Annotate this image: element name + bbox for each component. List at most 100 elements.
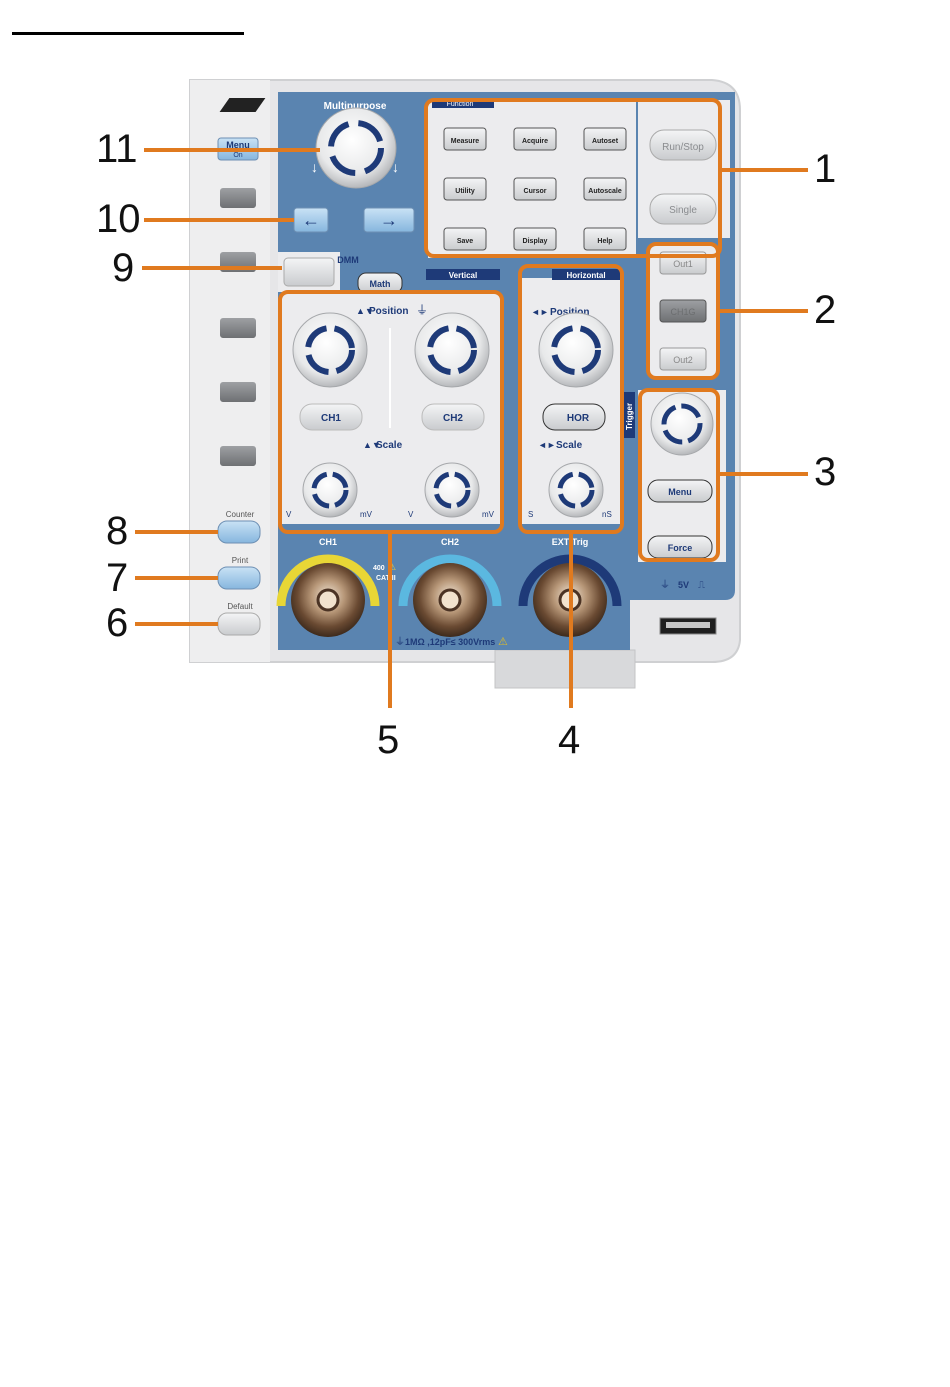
svg-text:Run/Stop: Run/Stop xyxy=(662,142,704,153)
svg-text:Force: Force xyxy=(668,543,693,553)
panel-foot xyxy=(494,649,636,689)
logo-slash xyxy=(219,98,266,112)
side-softkey[interactable] xyxy=(220,446,256,466)
impedance-ground-icon: ⏚ xyxy=(395,636,405,648)
probe-square-wave-icon: ⎍ xyxy=(698,580,705,591)
trigger-menu-button[interactable]: Menu xyxy=(647,479,713,503)
out2-button[interactable]: Out2 xyxy=(659,347,707,371)
header-rule xyxy=(12,32,244,35)
autoset-button[interactable]: Autoset xyxy=(583,127,627,151)
side-softkey[interactable] xyxy=(220,382,256,402)
svg-text:Menu: Menu xyxy=(668,487,692,497)
ch2-button[interactable]: CH2 xyxy=(421,403,485,431)
menu-on-label: Menu xyxy=(226,140,250,150)
force-button[interactable]: Force xyxy=(647,535,713,559)
callout-number-6: 6 xyxy=(106,601,129,645)
ch2-bnc-connector[interactable] xyxy=(413,563,487,637)
side-softkey[interactable] xyxy=(220,318,256,338)
svg-text:Out1: Out1 xyxy=(673,259,693,269)
single-button[interactable]: Single xyxy=(649,193,717,225)
svg-text:Out2: Out2 xyxy=(673,355,693,365)
ch1-cat-label: CAT II xyxy=(376,575,396,582)
print-button[interactable] xyxy=(217,566,261,590)
svg-text:Utility: Utility xyxy=(455,188,475,195)
ch1-scale-knob[interactable] xyxy=(302,462,358,518)
vertical-position-icon: ▲▼ xyxy=(356,306,374,316)
right-arrow-icon: → xyxy=(380,210,398,230)
callout-number-3: 3 xyxy=(814,450,837,494)
svg-text:Autoset: Autoset xyxy=(592,138,619,145)
callout-number-10: 10 xyxy=(96,197,141,241)
dmm-button[interactable] xyxy=(283,257,335,287)
vertical-position-label: Position xyxy=(369,306,408,317)
ch1-bnc-connector[interactable] xyxy=(291,563,365,637)
ch2-bnc-ring xyxy=(398,554,502,607)
trigger-level-knob[interactable] xyxy=(650,392,714,456)
svg-text:CH1G: CH1G xyxy=(670,307,695,317)
horizontal-scale-icon: ◄► xyxy=(538,440,556,450)
horizontal-scale-knob[interactable] xyxy=(548,462,604,518)
print-label: Print xyxy=(232,556,249,565)
multipurpose-down-right-arrow: ↓ xyxy=(392,159,399,175)
callout-number-2: 2 xyxy=(814,288,837,332)
ch2-scale-knob[interactable] xyxy=(424,462,480,518)
cursor-button[interactable]: Cursor xyxy=(513,177,557,201)
left-arrow-icon: ← xyxy=(302,210,320,230)
default-button[interactable] xyxy=(217,612,261,636)
callout-number-9: 9 xyxy=(112,246,135,290)
svg-text:Measure: Measure xyxy=(451,138,480,145)
ch2-position-knob[interactable] xyxy=(414,312,490,388)
counter-label: Counter xyxy=(226,510,255,519)
svg-text:Help: Help xyxy=(597,238,612,245)
counter-button[interactable] xyxy=(217,520,261,544)
horizontal-position-knob[interactable] xyxy=(538,312,614,388)
vertical-tab xyxy=(426,269,500,280)
horizontal-scale-s: S xyxy=(528,510,533,519)
svg-text:Save: Save xyxy=(457,238,473,245)
svg-text:Acquire: Acquire xyxy=(522,138,548,145)
function-tab xyxy=(432,100,494,108)
ch1-position-knob[interactable] xyxy=(292,312,368,388)
function-button-grid: Measure Acquire Autoset Utility Cursor A… xyxy=(443,127,627,251)
hor-button[interactable]: HOR xyxy=(542,403,606,431)
multipurpose-knob[interactable] xyxy=(315,107,397,189)
svg-text:Math: Math xyxy=(370,279,391,289)
help-button[interactable]: Help xyxy=(583,227,627,251)
callout-number-5: 5 xyxy=(377,718,400,762)
impedance-label: 1MΩ ,12pF≤ 300Vrms xyxy=(405,637,495,647)
display-button[interactable]: Display xyxy=(513,227,557,251)
leader-lines xyxy=(135,148,808,708)
autoscale-button[interactable]: Autoscale xyxy=(583,177,627,201)
save-button[interactable]: Save xyxy=(443,227,487,251)
svg-text:CH2: CH2 xyxy=(443,413,463,424)
default-label: Default xyxy=(227,602,253,611)
run-stop-button[interactable]: Run/Stop xyxy=(649,129,717,161)
ch1-scale-v: V xyxy=(286,510,292,519)
impedance-warning-icon: ⚠ xyxy=(498,636,508,648)
ch1-bnc-ring xyxy=(276,554,380,607)
ch1g-button[interactable]: CH1G xyxy=(659,299,707,323)
vertical-label: Vertical xyxy=(449,271,477,280)
function-label: Function xyxy=(447,101,474,108)
right-arrow-button[interactable] xyxy=(363,207,415,233)
side-softkeys xyxy=(220,188,256,466)
warning-icon: ⚠ xyxy=(388,562,396,572)
svg-text:Single: Single xyxy=(669,205,697,216)
callout-number-7: 7 xyxy=(106,556,129,600)
measure-button[interactable]: Measure xyxy=(443,127,487,151)
ch1-cat-400: 400 xyxy=(373,565,385,572)
vertical-scale-label: Scale xyxy=(376,440,403,451)
multipurpose-down-left-arrow: ↓ xyxy=(311,159,318,175)
horizontal-scale-label: Scale xyxy=(556,440,583,451)
utility-button[interactable]: Utility xyxy=(443,177,487,201)
ch1-button[interactable]: CH1 xyxy=(299,403,363,431)
side-softkey[interactable] xyxy=(220,188,256,208)
acquire-button[interactable]: Acquire xyxy=(513,127,557,151)
trigger-tab xyxy=(624,392,635,438)
ch2-scale-v: V xyxy=(408,510,414,519)
horizontal-tab xyxy=(552,269,620,280)
horizontal-label: Horizontal xyxy=(566,271,605,280)
svg-text:Display: Display xyxy=(523,238,548,245)
svg-text:HOR: HOR xyxy=(567,413,590,424)
oscilloscope-front-panel: Menu On Multipurpose ↓ ↓ ← → Function Me… xyxy=(135,79,808,708)
